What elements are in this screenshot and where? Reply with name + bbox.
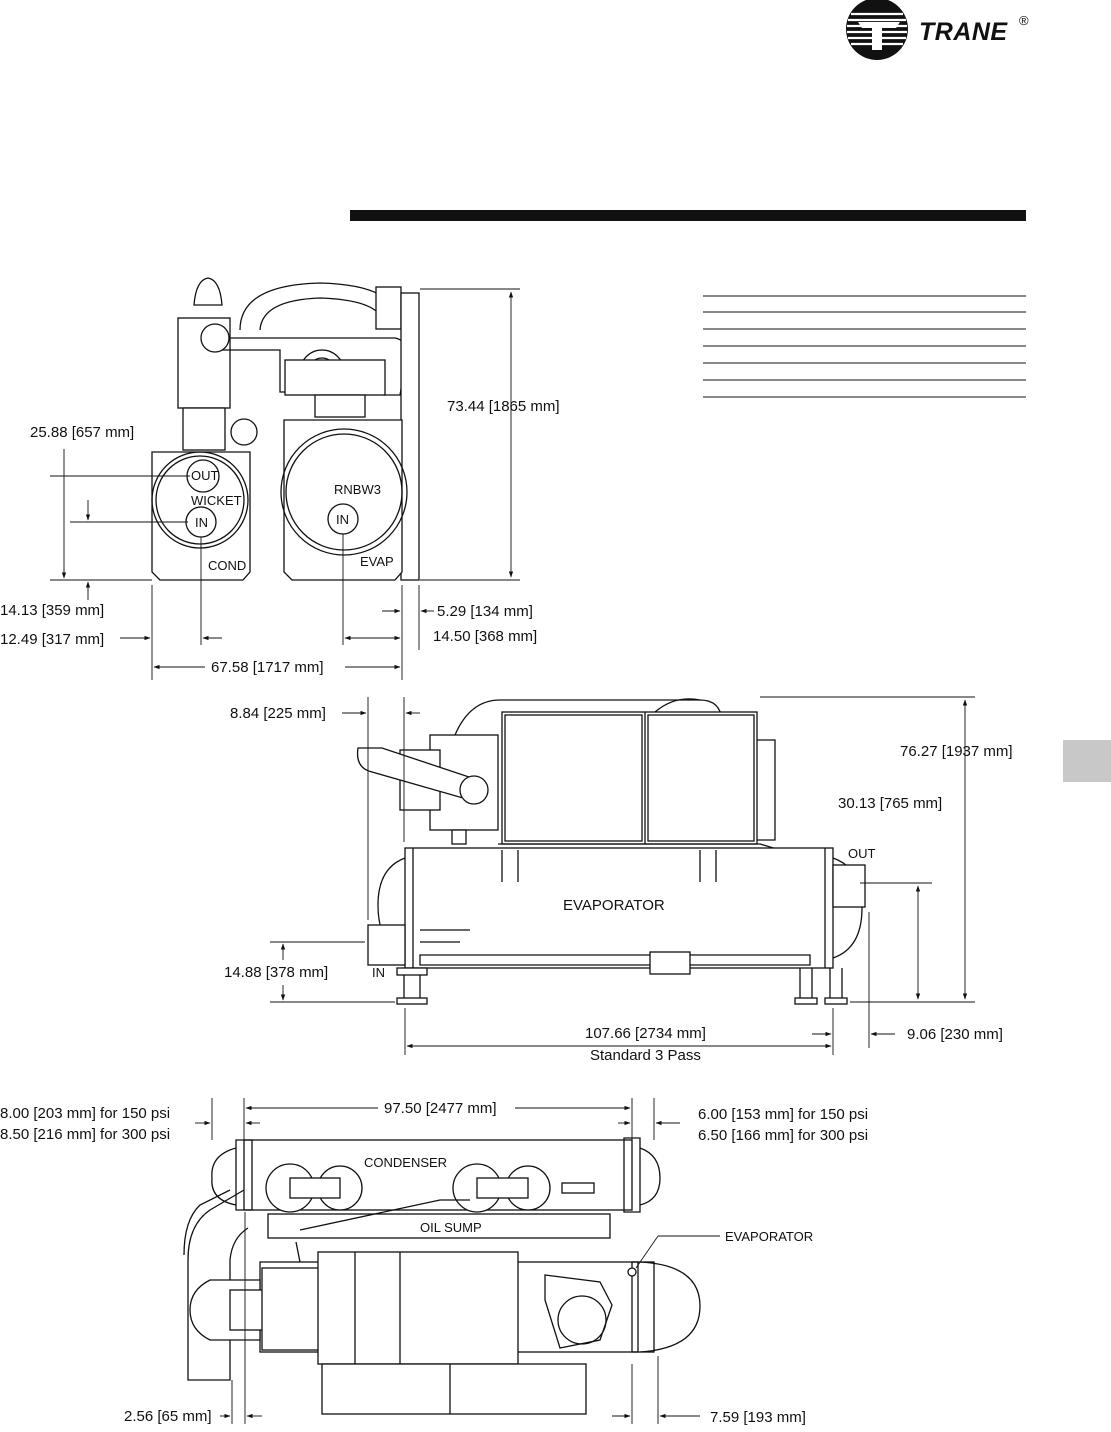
condenser-label: CONDENSER xyxy=(364,1155,447,1170)
dim-top-offset: 8.84 [225 mm] xyxy=(230,705,326,722)
side-view: OUT IN EVAPORATOR 8.84 [225 mm] 76.27 [1… xyxy=(224,696,1013,1064)
dim-left-bottom: 2.56 [65 mm] xyxy=(124,1408,212,1425)
dim-length-note: Standard 3 Pass xyxy=(590,1047,701,1064)
dim-cond-inlet-offset: 12.49 [317 mm] xyxy=(0,631,104,648)
dim-outlet-height: 30.13 [765 mm] xyxy=(838,795,942,812)
dim-cond-outlet: 25.88 [657 mm] xyxy=(30,424,134,441)
dim-length: 107.66 [2734 mm] xyxy=(585,1025,706,1042)
side-out-label: OUT xyxy=(848,846,876,861)
cond-out-label: OUT xyxy=(191,468,219,483)
dim-evap-offset: 5.29 [134 mm] xyxy=(437,603,533,620)
dim-end-clearance: 9.06 [230 mm] xyxy=(907,1026,1003,1043)
header-rule xyxy=(350,210,1026,221)
dim-inlet-height: 14.88 [378 mm] xyxy=(224,964,328,981)
evap-plate-text: RNBW3 xyxy=(334,482,381,497)
evap-in-label: IN xyxy=(336,512,349,527)
dim-cond-inlet: 14.13 [359 mm] xyxy=(0,602,104,619)
spec-table-rules xyxy=(703,295,1026,398)
brand-name: TRANE xyxy=(919,18,1008,46)
top-evaporator-label: EVAPORATOR xyxy=(725,1229,813,1244)
trane-logo: TRANE ® xyxy=(846,0,1029,60)
dim-overall-height: 73.44 [1865 mm] xyxy=(447,398,560,415)
oil-sump-label: OIL SUMP xyxy=(420,1220,482,1235)
dim-right-bottom: 7.59 [193 mm] xyxy=(710,1409,806,1426)
section-tab xyxy=(1063,740,1111,782)
dim-right-150: 6.00 [153 mm] for 150 psi xyxy=(698,1106,868,1123)
dim-overall-width: 67.58 [1717 mm] xyxy=(211,659,324,676)
dim-evap-inlet-offset: 14.50 [368 mm] xyxy=(433,628,537,645)
cond-label: COND xyxy=(208,558,246,573)
trane-globe-icon xyxy=(846,0,908,60)
registered-mark: ® xyxy=(1019,13,1029,28)
dim-left-300: 8.50 [216 mm] for 300 psi xyxy=(0,1126,170,1143)
cond-in-label: IN xyxy=(195,515,208,530)
top-view: CONDENSER OIL SUMP EVAPORATOR xyxy=(0,1098,868,1426)
side-evaporator-label: EVAPORATOR xyxy=(563,897,665,914)
end-view: OUT IN WICKET COND IN RNBW3 EVAP 73.44 [… xyxy=(0,277,560,680)
dim-left-150: 8.00 [203 mm] for 150 psi xyxy=(0,1105,170,1122)
dim-top-length: 97.50 [2477 mm] xyxy=(384,1100,497,1117)
dim-overall-height-side: 76.27 [1937 mm] xyxy=(900,743,1013,760)
cond-plate-text: WICKET xyxy=(191,493,242,508)
dim-right-300: 6.50 [166 mm] for 300 psi xyxy=(698,1127,868,1144)
evap-label: EVAP xyxy=(360,554,394,569)
side-in-label: IN xyxy=(372,965,385,980)
